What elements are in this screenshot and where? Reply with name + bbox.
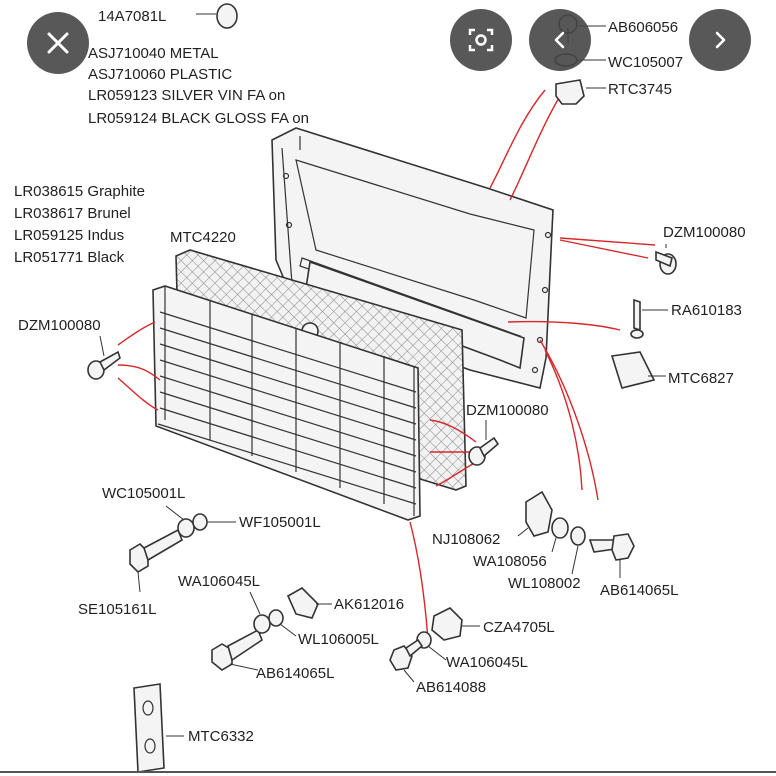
label-lr059123: LR059123 SILVER VIN FA on — [88, 87, 285, 104]
bottom-divider — [0, 771, 776, 773]
washer-wl108002 — [570, 526, 586, 575]
bolt-ab614065l-right — [588, 533, 635, 578]
bolt-se105161l — [129, 528, 183, 593]
ring-part-14a7081l — [196, 3, 238, 29]
label-wl106005l: WL106005L — [298, 631, 379, 648]
label-wl108002: WL108002 — [508, 575, 581, 592]
lens-button[interactable] — [450, 9, 512, 71]
washer-wa108056 — [551, 517, 569, 553]
label-ra610183: RA610183 — [671, 302, 742, 319]
chevron-left-icon — [554, 31, 565, 49]
plate-mtc6827 — [610, 351, 666, 389]
label-nj108062: NJ108062 — [432, 531, 500, 548]
label-se105161l: SE105161L — [78, 601, 156, 618]
label-wa108056: WA108056 — [473, 553, 547, 570]
nut-cza4705l — [431, 607, 480, 641]
washer-wf105001l — [192, 513, 236, 531]
next-button[interactable] — [689, 9, 751, 71]
label-ab606056: AB606056 — [608, 19, 678, 36]
clip-nj108062 — [517, 490, 553, 537]
label-mtc6332: MTC6332 — [188, 728, 254, 745]
label-ab614065l-left: AB614065L — [256, 665, 334, 682]
label-ab614065l-right: AB614065L — [600, 582, 678, 599]
label-14a7081l: 14A7081L — [98, 8, 166, 25]
chevron-right-icon — [715, 31, 726, 49]
label-wc105001l: WC105001L — [102, 485, 185, 502]
red-leaders — [117, 89, 656, 641]
clip-rtc3745 — [555, 79, 606, 105]
label-wa106045l-right: WA106045L — [446, 654, 528, 671]
label-ab614088: AB614088 — [416, 679, 486, 696]
label-wc105007: WC105007 — [608, 54, 683, 71]
label-ak612016: AK612016 — [334, 596, 404, 613]
label-dzm100080-left: DZM100080 — [18, 317, 101, 334]
rivet-ra610183 — [630, 298, 668, 339]
close-icon — [47, 32, 69, 54]
label-asj710060: ASJ710060 PLASTIC — [88, 66, 232, 83]
bracket-mtc6332 — [133, 683, 184, 773]
label-mtc6827: MTC6827 — [668, 370, 734, 387]
label-lr059125: LR059125 Indus — [14, 227, 124, 244]
front-grille — [152, 285, 421, 521]
label-rtc3745: RTC3745 — [608, 81, 672, 98]
label-lr038617: LR038617 Brunel — [14, 205, 131, 222]
lens-icon — [468, 28, 494, 52]
washer-wl106005l — [268, 609, 297, 637]
bolt-ab614088 — [389, 638, 424, 683]
label-asj710040: ASJ710040 METAL — [88, 45, 219, 62]
label-dzm100080-mid: DZM100080 — [466, 402, 549, 419]
fastener-dzm100080-left — [87, 335, 121, 380]
previous-button[interactable] — [529, 9, 591, 71]
label-mtc4220: MTC4220 — [170, 229, 236, 246]
washer-wa106045l-left — [249, 591, 271, 634]
label-dzm100080-right: DZM100080 — [663, 224, 746, 241]
washer-wc105001l — [165, 505, 195, 538]
fastener-dzm100080-mid — [468, 420, 500, 466]
label-cza4705l: CZA4705L — [483, 619, 555, 636]
label-lr038615: LR038615 Graphite — [14, 183, 145, 200]
label-lr051771: LR051771 Black — [14, 249, 125, 266]
label-lr059124: LR059124 BLACK GLOSS FA on — [88, 110, 309, 127]
clip-ak612016 — [286, 587, 332, 619]
close-button[interactable] — [27, 12, 89, 74]
bolt-ab614065l-left — [211, 628, 263, 671]
label-wa106045l-left: WA106045L — [178, 573, 260, 590]
fastener-dzm100080-right — [655, 244, 677, 275]
label-wf105001l: WF105001L — [239, 514, 321, 531]
